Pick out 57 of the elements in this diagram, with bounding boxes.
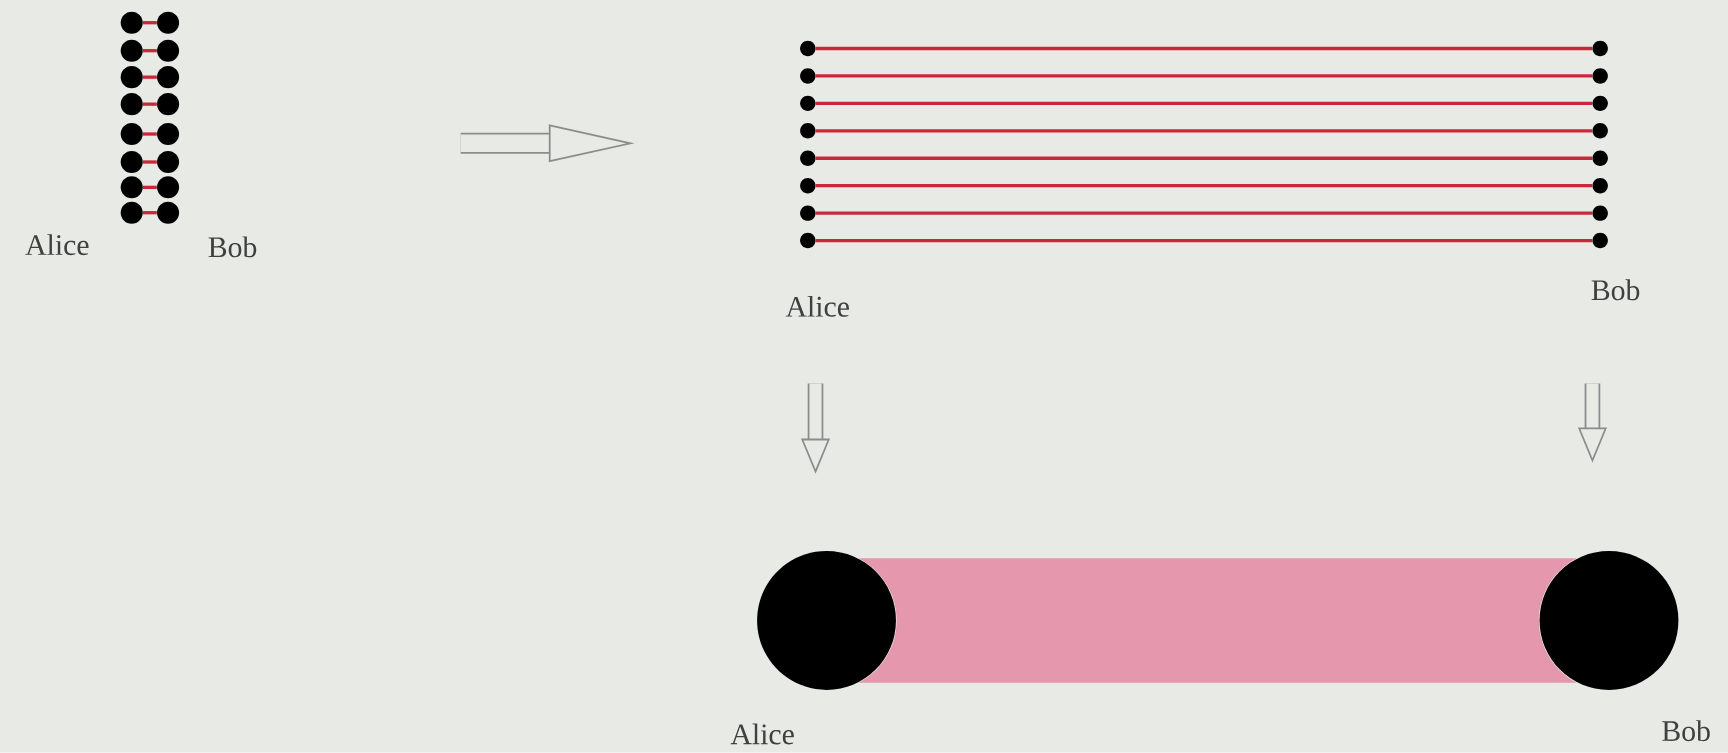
rung-line [142,102,157,106]
dot [120,151,143,174]
large-circle [1539,551,1679,691]
dot [120,66,143,89]
rung-line [142,185,157,190]
dot [800,178,816,194]
rung-line [815,156,1593,161]
person-label: Alice [25,234,89,256]
person-label: Alice [785,296,849,317]
rung-line [142,49,157,53]
person-label: Bob [1662,720,1710,742]
dot [800,233,816,249]
dot [1592,123,1608,139]
rung-line [815,211,1593,215]
rung-line [142,132,157,136]
dot [800,95,816,112]
dot [1592,95,1608,112]
rung-line [142,21,157,25]
dot [120,93,143,116]
dot [120,176,143,199]
rung-line [142,75,157,79]
dot [1592,178,1608,194]
rung-line [815,47,1593,51]
dot [157,151,180,174]
dot [1592,205,1608,221]
rung-line [142,160,157,164]
band [858,558,1577,683]
rung-line [815,101,1593,106]
dot [157,39,180,62]
rung-line [815,239,1593,243]
dot [800,68,816,84]
large-circle [757,551,896,691]
dot [157,123,180,146]
dot [1592,233,1608,249]
dot [800,123,816,139]
dot [800,40,816,57]
dot [1592,68,1608,84]
rung-line [815,74,1593,78]
person-label: Alice [730,723,794,745]
dot [120,39,143,62]
rung-line [815,129,1593,133]
dot [120,11,143,34]
person-label: Bob [1591,279,1640,301]
dot [157,11,180,34]
dot [1592,150,1608,167]
dot [800,205,816,221]
dot [120,123,143,146]
dot [157,201,180,224]
rung-line [815,184,1593,188]
dot [157,176,180,199]
dot [157,93,180,116]
person-label: Bob [208,236,257,258]
rung-line [142,211,157,215]
dot [1592,40,1608,57]
dot [800,150,816,167]
dot [157,66,180,89]
dot [120,201,143,224]
